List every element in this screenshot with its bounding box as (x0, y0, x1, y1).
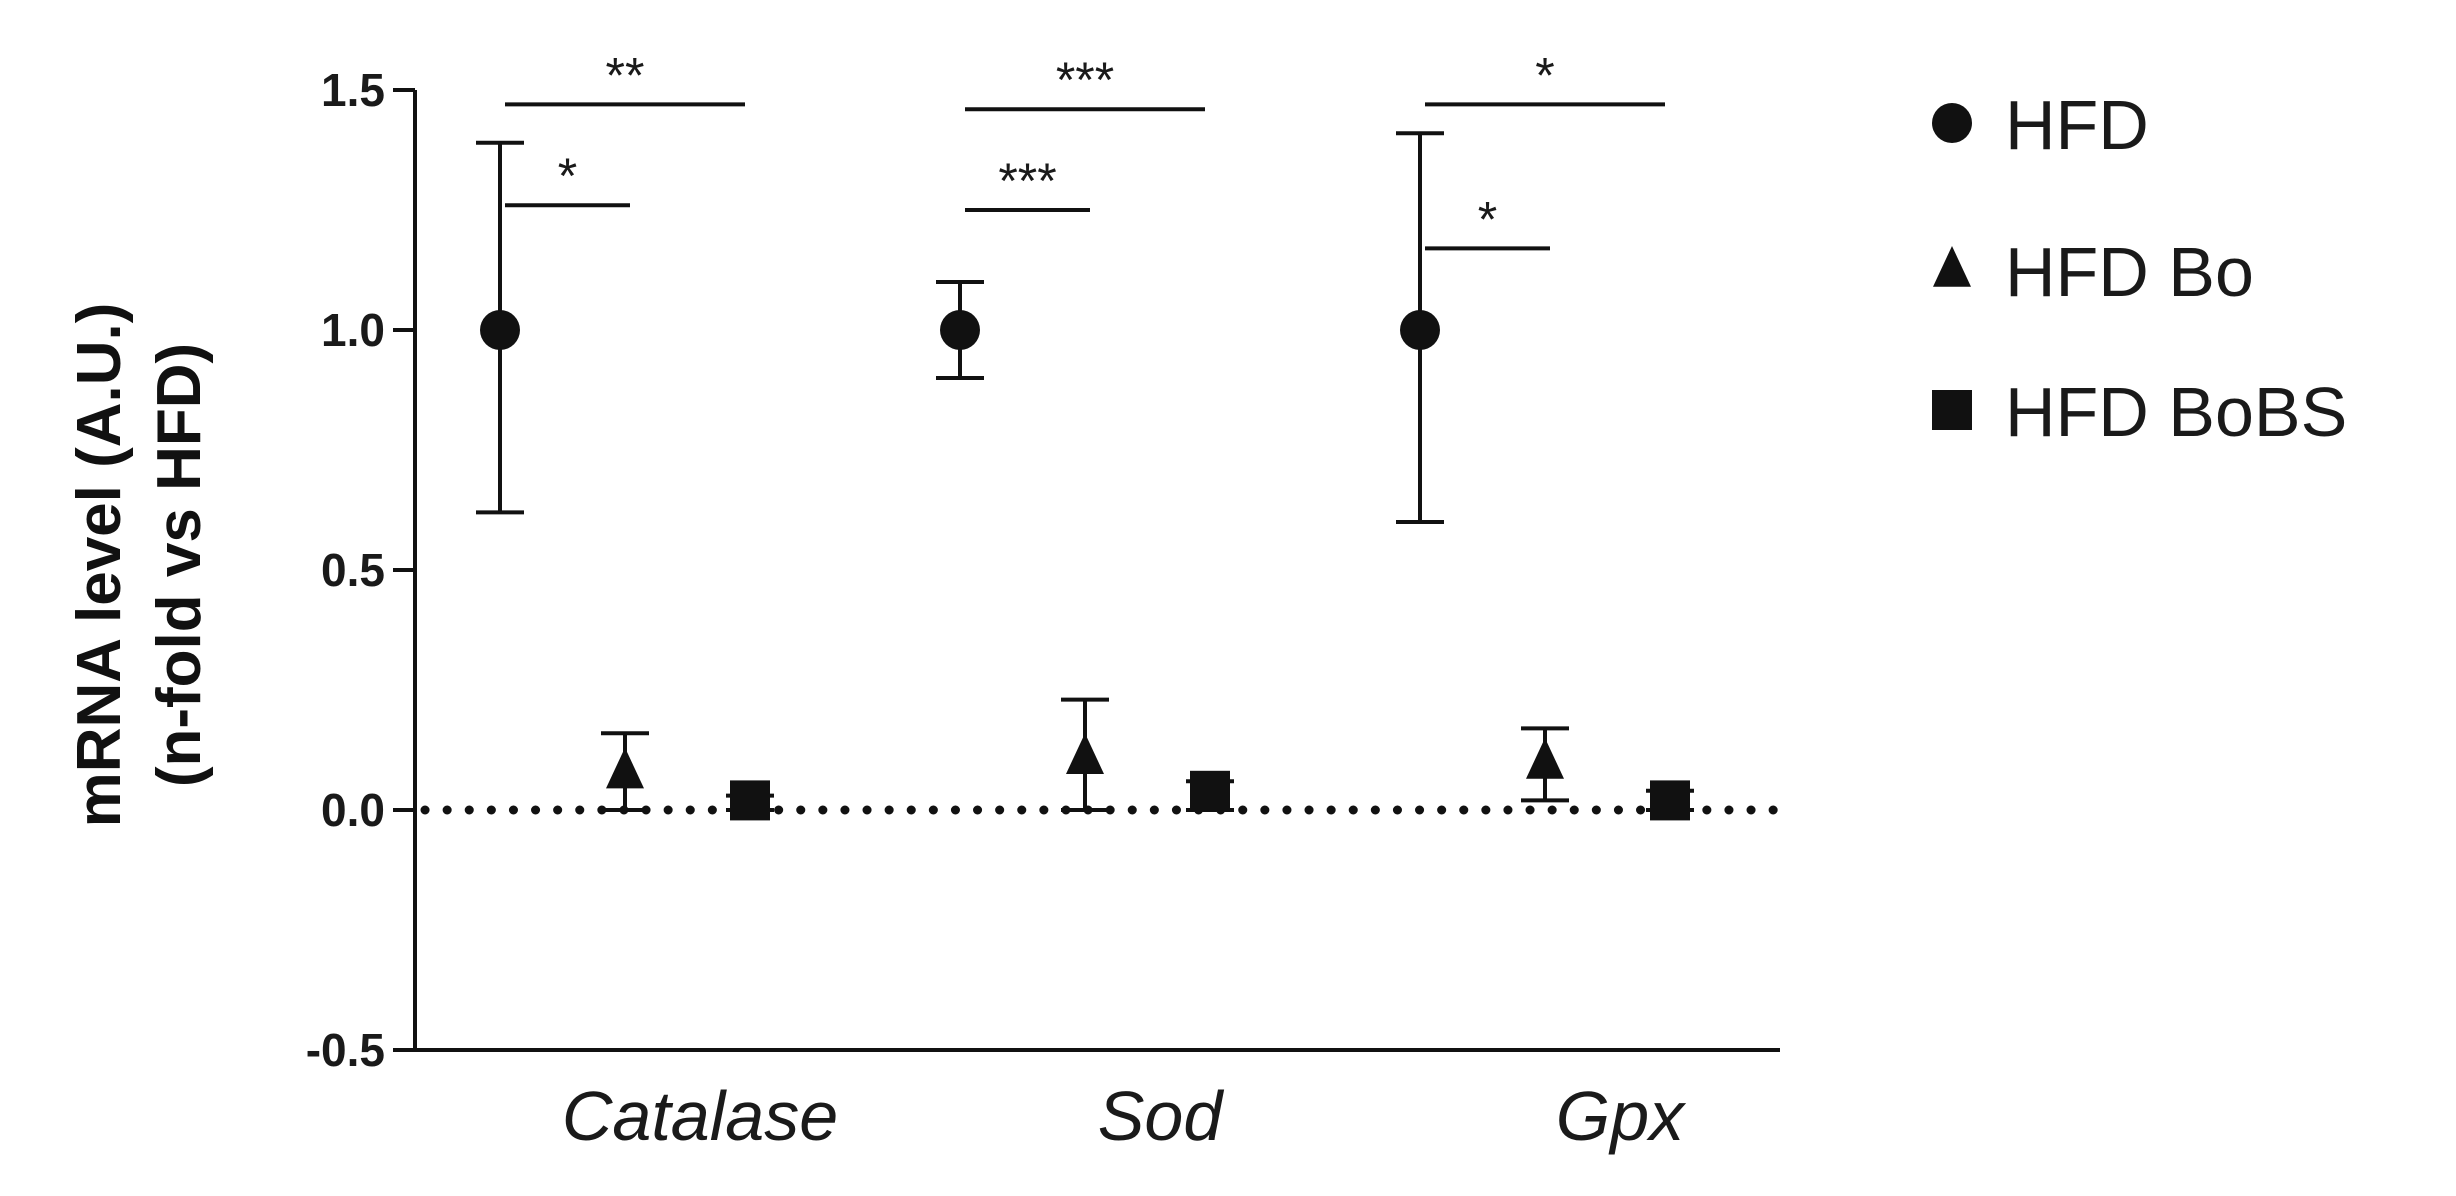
legend: HFD HFD Bo HFD BoBS (1932, 86, 2347, 451)
legend-label: HFD (2005, 86, 2149, 164)
legend-entry: HFD Bo (1933, 233, 2254, 311)
y-axis-label-line1: mRNA level (A.U.) (65, 303, 134, 828)
legend-marker (1932, 390, 1972, 430)
data-point-group (601, 731, 649, 812)
x-category-label: Sod (1098, 1077, 1225, 1155)
legend-marker (1933, 246, 1971, 287)
data-point-group (476, 140, 524, 515)
x-category-label: Gpx (1556, 1077, 1687, 1155)
significance-bracket: *** (965, 153, 1090, 212)
data-point (1190, 770, 1230, 811)
y-tick-label: 0.0 (321, 784, 385, 836)
significance-label: * (1478, 191, 1497, 247)
y-axis-label: mRNA level (A.U.) (n-fold vs HFD) (65, 303, 214, 828)
significance-label: *** (1056, 52, 1114, 108)
significance-label: * (558, 148, 577, 204)
data-point-group (1646, 780, 1694, 821)
legend-entry: HFD (1932, 86, 2149, 164)
significance-annotations: *********** (505, 47, 1665, 251)
y-tick-label: 1.5 (321, 64, 385, 116)
data-point-group (936, 280, 984, 380)
data-point-group (1061, 697, 1109, 812)
y-tick-label: 0.5 (321, 544, 385, 596)
legend-label: HFD BoBS (2005, 373, 2347, 451)
data-point-group (1521, 726, 1569, 803)
significance-label: *** (998, 153, 1056, 209)
data-point (480, 310, 520, 350)
significance-bracket: *** (965, 52, 1205, 112)
data-point-group (1186, 770, 1234, 812)
data-point (940, 310, 980, 350)
data-point (1066, 733, 1104, 774)
significance-bracket: ** (505, 47, 745, 107)
legend-entry: HFD BoBS (1932, 373, 2347, 451)
data-point-group (726, 780, 774, 821)
significance-bracket: * (1425, 47, 1665, 107)
data-point (1650, 780, 1690, 821)
data-point (606, 747, 644, 789)
data-point (1526, 738, 1564, 779)
data-point (1400, 310, 1440, 350)
x-category-label: Catalase (562, 1077, 838, 1155)
data-marks (476, 131, 1694, 821)
data-point (730, 780, 770, 821)
legend-marker (1932, 103, 1972, 143)
data-point-group (1396, 131, 1444, 524)
significance-label: * (1535, 47, 1554, 103)
y-tick-label: -0.5 (306, 1024, 385, 1076)
legend-label: HFD Bo (2005, 233, 2254, 311)
significance-label: ** (606, 47, 645, 103)
y-axis-label-line2: (n-fold vs HFD) (145, 343, 214, 787)
significance-bracket: * (505, 148, 630, 208)
y-tick-label: 1.0 (321, 304, 385, 356)
significance-bracket: * (1425, 191, 1550, 251)
